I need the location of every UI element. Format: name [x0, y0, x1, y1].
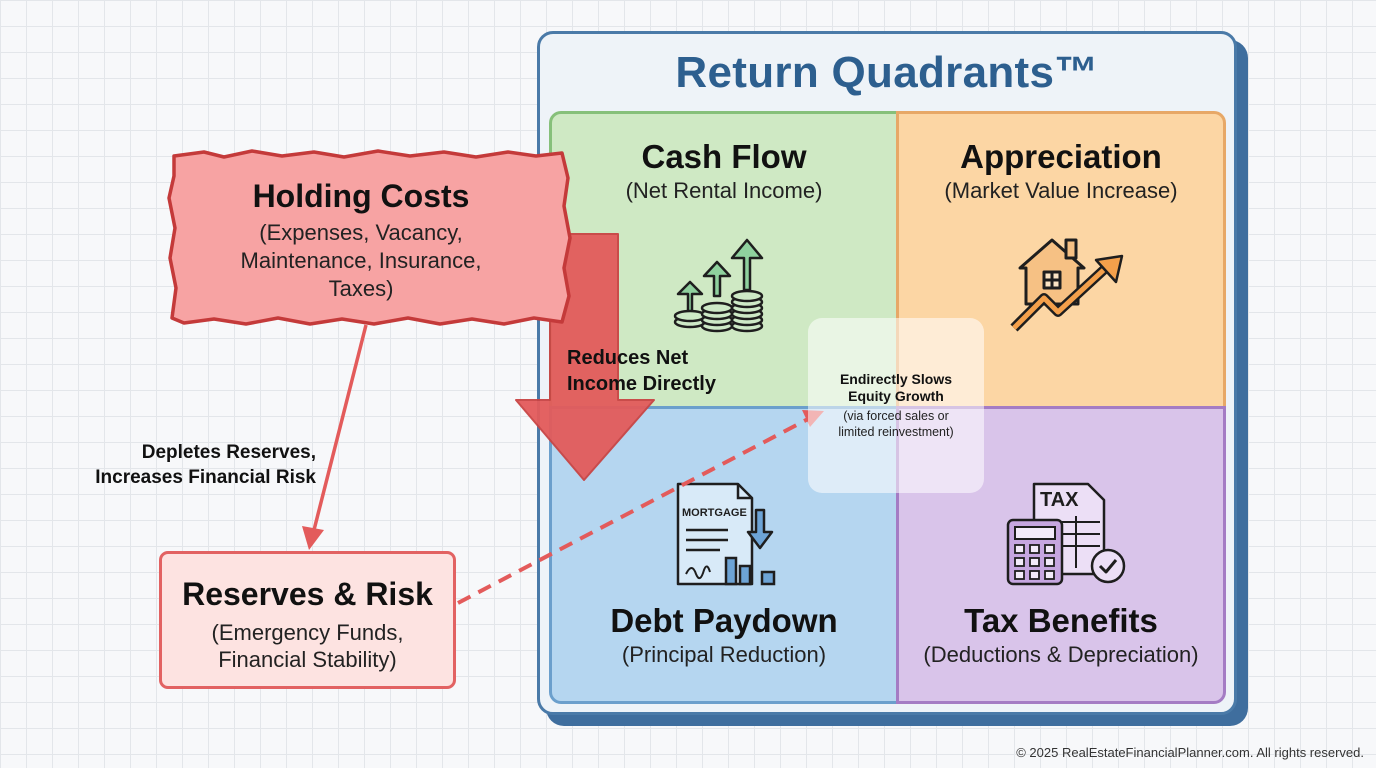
- indirect-effect-text: Endirectly Slows Equity Growth (via forc…: [808, 371, 984, 440]
- reserves-line-2: Financial Stability): [218, 647, 397, 672]
- indirect-sub-line-2: limited reinvestment): [838, 425, 954, 439]
- depletes-line-2: Increases Financial Risk: [95, 467, 316, 488]
- depletes-line-1: Depletes Reserves,: [141, 442, 316, 463]
- reduces-income-label: Reduces Net Income Directly: [567, 345, 716, 397]
- debt-paydown-subtitle: (Principal Reduction): [621, 642, 827, 667]
- holding-costs-line-2: Maintenance, Insurance,: [240, 248, 482, 273]
- debt-paydown-title: Debt Paydown: [610, 602, 838, 639]
- indirect-title-line-2: Equity Growth: [848, 388, 944, 404]
- copyright-notice: © 2025 RealEstateFinancialPlanner.com. A…: [1016, 745, 1364, 760]
- reserves-title: Reserves & Risk: [182, 576, 433, 612]
- holding-costs-line-3: Taxes): [328, 276, 394, 301]
- tax-benefits-subtitle: (Deductions & Depreciation): [923, 642, 1199, 667]
- diagram-title: Return Quadrants™: [675, 48, 1099, 97]
- holding-costs-text: Holding Costs (Expenses, Vacancy, Mainte…: [175, 178, 547, 303]
- mortgage-document-icon: MORTGAGE: [676, 482, 776, 586]
- mortgage-doc-label: MORTGAGE: [682, 507, 747, 519]
- indirect-sub-line-1: (via forced sales or: [843, 409, 949, 423]
- holding-costs-subtitle: (Expenses, Vacancy, Maintenance, Insuran…: [175, 219, 547, 303]
- depletes-reserves-label: Depletes Reserves, Increases Financial R…: [40, 440, 316, 490]
- holding-costs-title: Holding Costs: [252, 178, 470, 214]
- appreciation-title: Appreciation: [960, 138, 1162, 175]
- reserves-line-1: (Emergency Funds,: [211, 620, 404, 645]
- tax-calculator-icon: TAX: [1006, 482, 1126, 586]
- coin-stacks-growth-icon: [673, 238, 764, 333]
- appreciation-subtitle: (Market Value Increase): [944, 178, 1178, 203]
- reduces-line-1: Reduces Net: [567, 347, 689, 369]
- reserves-risk-box: Reserves & Risk (Emergency Funds, Financ…: [159, 551, 456, 689]
- tax-doc-label: TAX: [1040, 489, 1079, 511]
- reduces-line-2: Income Directly: [567, 373, 716, 395]
- cash-flow-subtitle: (Net Rental Income): [625, 178, 823, 203]
- tax-benefits-title: Tax Benefits: [964, 602, 1158, 639]
- holding-costs-line-1: (Expenses, Vacancy,: [259, 220, 463, 245]
- indirect-title-line-1: Endirectly Slows: [839, 371, 953, 387]
- holding-costs-box: [167, 149, 572, 326]
- reserves-subtitle: (Emergency Funds, Financial Stability): [162, 619, 453, 673]
- cash-flow-title: Cash Flow: [641, 138, 807, 175]
- house-trend-up-icon: [1010, 238, 1124, 332]
- indirect-effect-callout: [808, 318, 984, 493]
